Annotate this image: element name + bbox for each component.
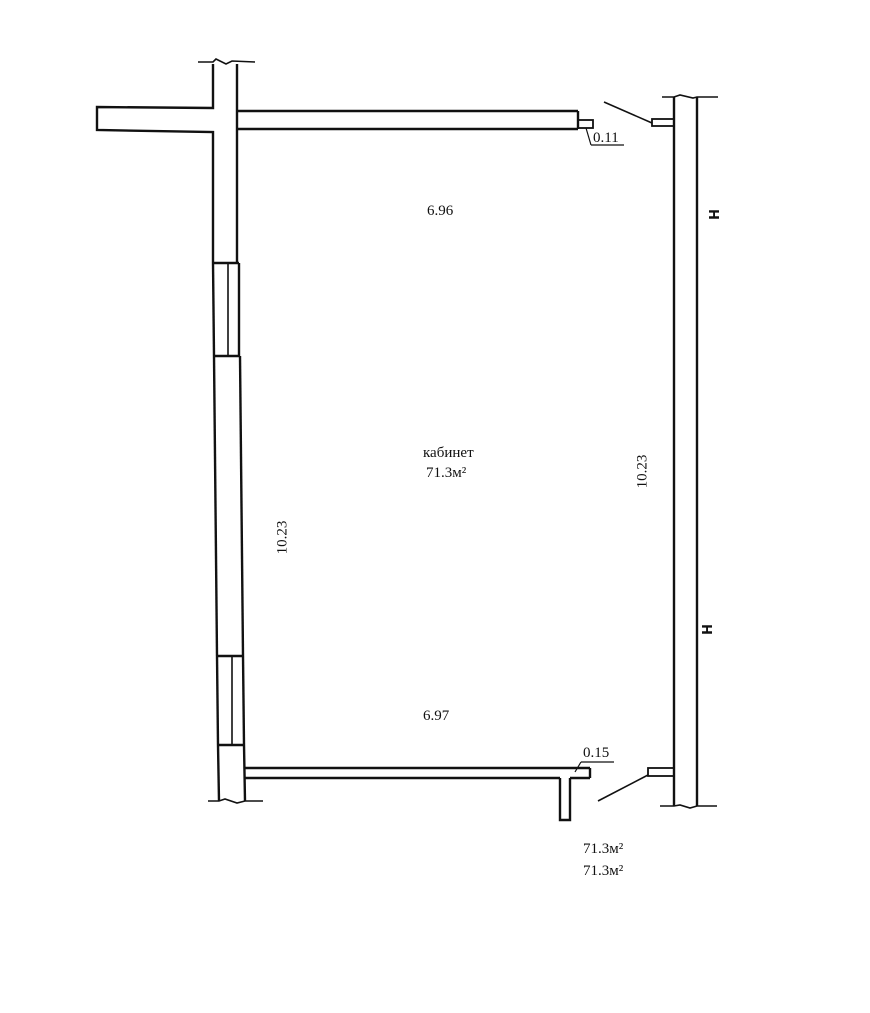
top-wall-thickness-label: 0.11 [593,130,619,146]
bottom-wall-thickness-label: 0.15 [583,745,610,761]
right-length-label: 10.23 [634,454,651,489]
top-width-label: 6.96 [427,203,454,219]
left-wall [95,64,247,802]
right-wall [597,94,718,809]
bottom-width-label: 6.97 [423,708,450,724]
top-wall [237,109,624,146]
top-break-line [198,58,256,65]
bottom-wall [245,761,614,822]
room-name: кабинет [423,445,474,461]
total-area-line-1: 71.3м² [583,841,624,857]
left-length-label: 10.23 [274,520,291,555]
room-area: 71.3м² [426,465,467,481]
upper-h-mark-icon: H [704,209,720,220]
lower-h-mark-icon: H [697,624,713,635]
total-area-line-2: 71.3м² [583,863,624,879]
bottom-left-break-line [208,798,263,804]
